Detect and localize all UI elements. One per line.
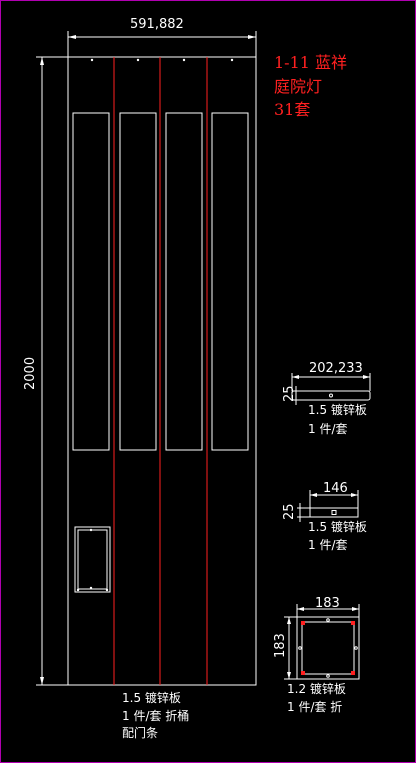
main-panel-hole xyxy=(136,58,140,62)
door-hole xyxy=(89,528,93,532)
title-line-1: 1-11 蓝祥 xyxy=(274,53,348,72)
main-panel-hole xyxy=(90,58,94,62)
part-c-note-line-2: 1 件/套 折 xyxy=(287,700,343,714)
main-panel-window-3 xyxy=(165,112,203,451)
part-c-hole xyxy=(298,646,302,650)
part-c-corner-mark xyxy=(301,621,305,625)
part-a-hole xyxy=(329,393,333,398)
part-c-corner-mark xyxy=(301,671,305,675)
part-c-outline xyxy=(296,616,360,680)
part-c-corner-mark xyxy=(351,671,355,675)
part-c-width-dim: 183 xyxy=(315,596,340,611)
main-panel-window-1 xyxy=(72,112,110,451)
main-panel-door-opening xyxy=(74,526,111,593)
title-line-3: 31套 xyxy=(274,100,311,119)
part-b-height-dim: 25 xyxy=(282,503,297,520)
part-b-note-line-1: 1.5 镀锌板 xyxy=(308,520,367,534)
part-c-hole xyxy=(326,674,330,678)
part-c-note-line-1: 1.2 镀锌板 xyxy=(287,682,346,696)
main-width-dim: 591,882 xyxy=(130,17,184,32)
main-note-line-1: 1.5 镀锌板 xyxy=(122,691,181,705)
main-panel-window-2 xyxy=(119,112,157,451)
part-c-hole xyxy=(326,618,330,622)
part-a-note-line-1: 1.5 镀锌板 xyxy=(308,403,367,417)
main-panel-hole xyxy=(182,58,186,62)
main-height-dim: 2000 xyxy=(23,356,38,390)
arrow xyxy=(40,677,44,685)
part-a-width-dim: 202,233 xyxy=(309,361,363,376)
main-panel-door-frame xyxy=(77,529,108,590)
door-hole xyxy=(89,586,93,590)
part-c-hole xyxy=(354,646,358,650)
part-c-inner xyxy=(301,621,355,675)
main-panel-outline xyxy=(67,56,257,686)
part-b-outline xyxy=(309,507,359,518)
part-c-corner-mark xyxy=(351,621,355,625)
part-a-height-dim: 25 xyxy=(282,385,297,402)
part-b-slot xyxy=(331,510,337,515)
main-note-line-3: 配门条 xyxy=(122,726,159,740)
arrow xyxy=(248,35,256,39)
part-a-outline xyxy=(291,390,371,401)
part-c-height-dim: 183 xyxy=(273,633,288,658)
part-a-note-line-2: 1 件/套 xyxy=(308,422,348,436)
door-hole xyxy=(105,588,109,592)
arrow xyxy=(68,35,76,39)
main-panel-hole xyxy=(230,58,234,62)
part-b-width-dim: 146 xyxy=(323,481,348,496)
main-note-line-2: 1 件/套 折桶 xyxy=(122,709,190,723)
main-panel-window-4 xyxy=(211,112,249,451)
part-b-note-line-2: 1 件/套 xyxy=(308,538,348,552)
door-hole xyxy=(76,588,80,592)
title-line-2: 庭院灯 xyxy=(274,77,323,96)
arrow xyxy=(40,57,44,65)
